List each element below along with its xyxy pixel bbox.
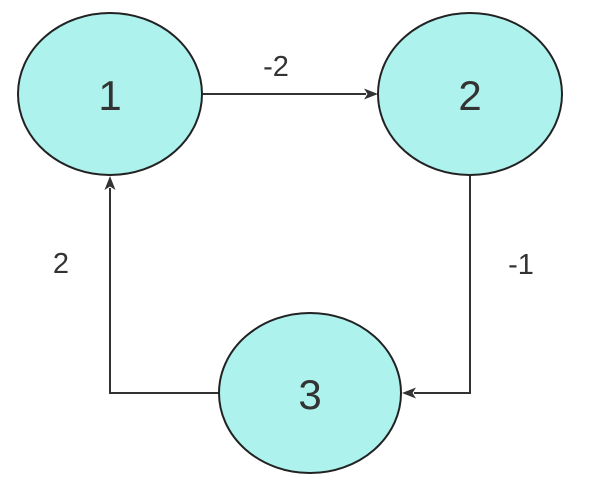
edge-weight-label: 2 (53, 248, 69, 280)
node-ellipse (377, 12, 563, 176)
edge-weight-label: -1 (508, 249, 534, 281)
edge-1-to-2[interactable]: -2 (202, 51, 378, 100)
edge-line (109, 188, 219, 394)
node-2[interactable]: 2 (377, 12, 563, 176)
arrowhead-icon (364, 88, 378, 100)
node-label: 2 (458, 72, 481, 119)
edge-weight-label: -2 (263, 51, 289, 83)
arrowhead-icon (402, 387, 416, 399)
node-label: 3 (298, 371, 321, 418)
edge-2-to-3[interactable]: -1 (402, 175, 534, 399)
node-1[interactable]: 1 (17, 12, 203, 176)
node-ellipse (17, 12, 203, 176)
node-label: 1 (98, 72, 121, 119)
edge-line (414, 175, 471, 394)
edge-3-to-1[interactable]: 2 (53, 176, 219, 394)
arrowhead-icon (104, 176, 116, 190)
node-ellipse (218, 312, 402, 474)
node-3[interactable]: 3 (218, 312, 402, 474)
